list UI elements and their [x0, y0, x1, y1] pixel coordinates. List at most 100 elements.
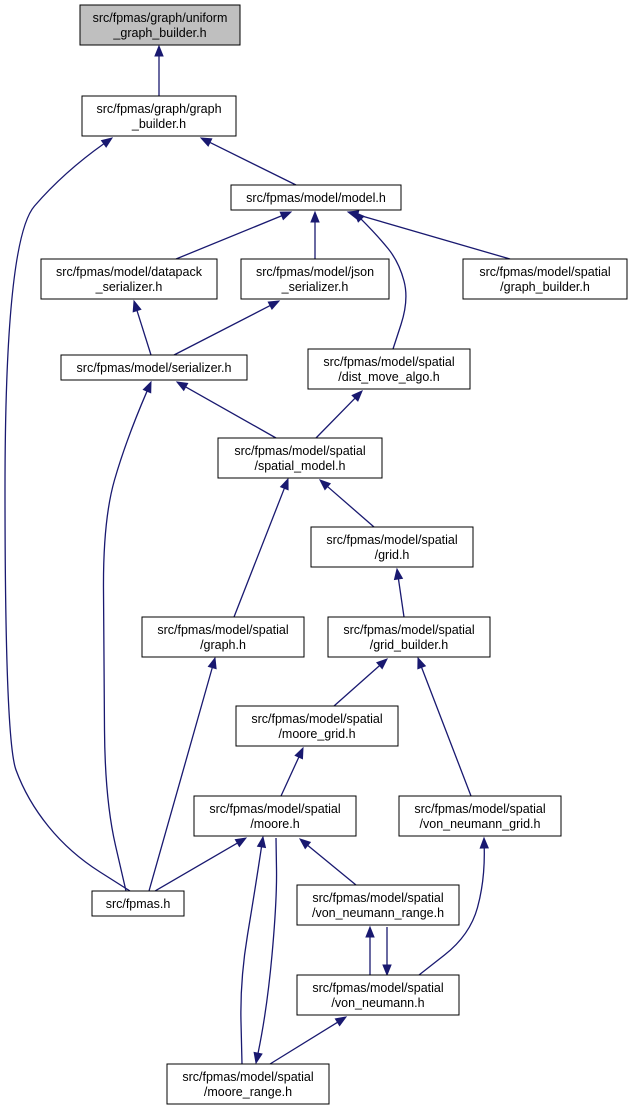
node-graph-builder[interactable]: src/fpmas/graph/graph_builder.h	[81, 95, 237, 137]
node-label-line: src/fpmas/graph/uniform	[93, 11, 228, 25]
node-spatial-graph[interactable]: src/fpmas/model/spatial/graph.h	[141, 616, 305, 658]
node-label-line: /dist_move_algo.h	[338, 370, 440, 384]
edge-moore-to-von_neumann_range	[298, 838, 357, 886]
node-label-line: src/fpmas/graph/graph	[96, 102, 221, 116]
node-moore-grid[interactable]: src/fpmas/model/spatial/moore_grid.h	[235, 705, 399, 747]
node-box	[217, 437, 383, 479]
node-grid-builder[interactable]: src/fpmas/model/spatial/grid_builder.h	[327, 616, 491, 658]
edge-line	[333, 665, 380, 707]
node-box	[327, 616, 491, 658]
node-spatial-model[interactable]: src/fpmas/model/spatial/spatial_model.h	[217, 437, 383, 479]
node-label-line: src/fpmas/model/spatial	[414, 802, 545, 816]
node-label-line: _builder.h	[131, 117, 186, 131]
node-box	[141, 616, 305, 658]
arrowhead-icon	[298, 838, 312, 850]
node-model[interactable]: src/fpmas/model/model.h	[230, 184, 402, 211]
arrowhead-icon	[376, 658, 389, 670]
edge-line	[280, 756, 300, 797]
node-box	[296, 884, 460, 926]
node-von-neumann[interactable]: src/fpmas/model/spatial/von_neumann.h	[296, 974, 460, 1016]
node-moore-range[interactable]: src/fpmas/model/spatial/moore_range.h	[166, 1063, 330, 1105]
node-label-line: src/fpmas/model/json	[256, 265, 374, 279]
node-box	[40, 258, 218, 300]
edge-von_neumann-to-von_neumann_range	[382, 927, 392, 977]
edge-json_serializer-to-serializer	[173, 300, 281, 356]
edge-serializer-to-fpmas	[102, 380, 152, 892]
node-label-line: /moore.h	[250, 817, 299, 831]
node-fpmas[interactable]: src/fpmas.h	[91, 890, 185, 917]
node-box	[307, 348, 471, 390]
edge-graph_builder-to-model	[199, 137, 297, 186]
arrowhead-icon	[199, 137, 213, 147]
arrowhead-icon	[318, 479, 332, 491]
arrowhead-icon	[365, 925, 375, 938]
node-label-line: _graph_builder.h	[112, 26, 206, 40]
arrowhead-icon	[279, 211, 293, 221]
node-label-line: src/fpmas/model/spatial	[251, 712, 382, 726]
node-label-line: /graph_builder.h	[500, 280, 590, 294]
edge-von_neumann-to-moore_range	[269, 1016, 348, 1065]
edge-moore-to-fpmas	[154, 837, 248, 892]
node-serializer[interactable]: src/fpmas/model/serializer.h	[60, 354, 248, 381]
arrowhead-icon	[132, 299, 142, 313]
node-von-neumann-grid[interactable]: src/fpmas/model/spatial/von_neumann_grid…	[398, 795, 562, 837]
edge-model-to-datapack_serializer	[175, 211, 293, 260]
node-box	[81, 95, 237, 137]
node-box	[310, 526, 474, 568]
arrowhead-icon	[353, 211, 365, 223]
arrowhead-icon	[142, 380, 152, 394]
edge-line	[420, 667, 472, 797]
node-box	[398, 795, 562, 837]
node-label-line: /graph.h	[200, 638, 246, 652]
edge-line	[360, 218, 407, 350]
node-box	[193, 795, 357, 837]
node-grid[interactable]: src/fpmas/model/spatial/grid.h	[310, 526, 474, 568]
node-label-line: /moore_grid.h	[278, 727, 355, 741]
arrowhead-icon	[267, 300, 281, 311]
node-moore[interactable]: src/fpmas/model/spatial/moore.h	[193, 795, 357, 837]
node-label-line: src/fpmas/model/spatial	[479, 265, 610, 279]
arrowhead-icon	[393, 567, 404, 581]
node-label-line: /grid.h	[375, 548, 410, 562]
edge-spatial_model-to-spatial_graph	[233, 477, 289, 618]
arrowhead-icon	[154, 44, 164, 57]
node-box	[60, 354, 248, 381]
edge-line	[418, 847, 485, 976]
edge-line	[240, 846, 263, 1065]
node-spatial-graph-builder[interactable]: src/fpmas/model/spatial/graph_builder.h	[462, 258, 628, 300]
node-von-neumann-range[interactable]: src/fpmas/model/spatial/von_neumann_rang…	[296, 884, 460, 926]
node-label-line: /spatial_model.h	[254, 459, 345, 473]
node-dist-move-algo[interactable]: src/fpmas/model/spatial/dist_move_algo.h	[307, 348, 471, 390]
node-datapack-serializer[interactable]: src/fpmas/model/datapack_serializer.h	[40, 258, 218, 300]
node-label-line: /grid_builder.h	[370, 638, 449, 652]
node-label-line: src/fpmas/model/spatial	[326, 533, 457, 547]
arrowhead-icon	[294, 746, 304, 760]
node-json-serializer[interactable]: src/fpmas/model/json_serializer.h	[240, 258, 390, 300]
arrowhead-icon	[417, 656, 427, 670]
node-label-line: /von_neumann.h	[331, 996, 424, 1010]
node-uniform-graph-builder[interactable]: src/fpmas/graph/uniform_graph_builder.h	[79, 4, 241, 46]
edge-model-to-json_serializer	[310, 210, 320, 259]
edge-line	[173, 304, 271, 356]
edge-datapack_serializer-to-serializer	[132, 299, 152, 356]
edge-spatial_graph-to-fpmas	[148, 656, 217, 892]
edge-line	[233, 488, 285, 618]
arrowhead-icon	[479, 836, 489, 849]
edge-line	[185, 386, 277, 439]
arrowhead-icon	[334, 1016, 348, 1027]
node-label-line: src/fpmas/model/spatial	[312, 891, 443, 905]
arrowhead-icon	[256, 835, 267, 849]
edge-line	[209, 141, 297, 186]
edge-graph_builder-to-fpmas	[4, 137, 131, 892]
edge-line	[315, 397, 356, 439]
node-box	[230, 184, 402, 211]
edge-von_neumann_grid-to-von_neumann	[418, 836, 489, 976]
arrowhead-icon	[351, 390, 363, 402]
node-label-line: src/fpmas/model/spatial	[157, 623, 288, 637]
edge-line	[175, 215, 282, 260]
node-label-line: src/fpmas.h	[106, 897, 171, 911]
node-label-line: _serializer.h	[281, 280, 349, 294]
edge-line	[257, 837, 278, 1054]
edge-spatial_model-to-grid	[318, 479, 375, 528]
